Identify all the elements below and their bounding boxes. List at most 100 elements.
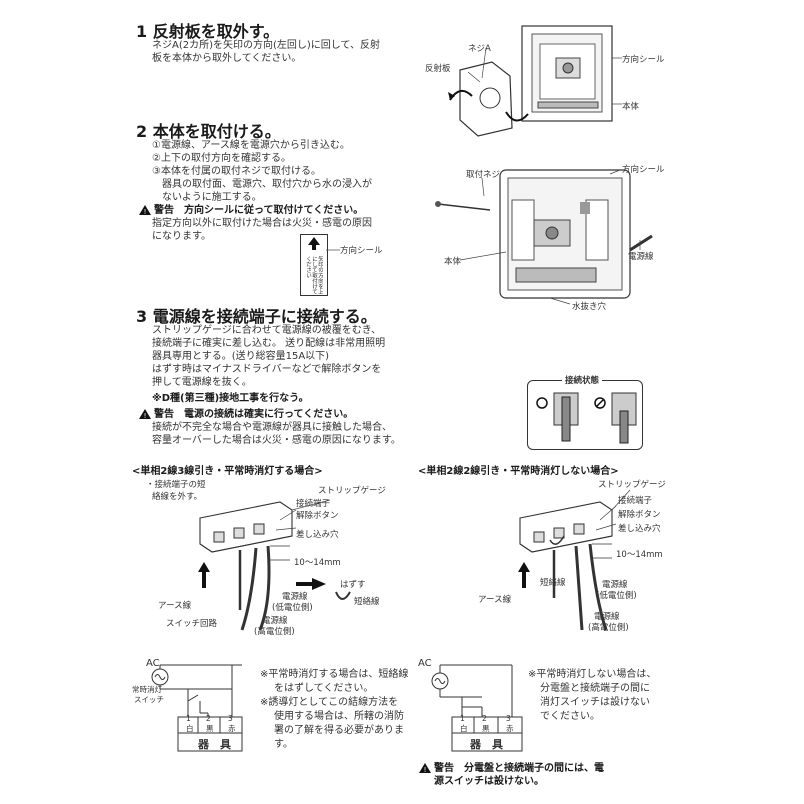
right-ground-wire: アース線 bbox=[478, 595, 512, 605]
left-terminal-1: 1 bbox=[186, 714, 191, 723]
step1-label-body: 本体 bbox=[622, 102, 640, 112]
right-note-line-1: ※平常時消灯しない場合は、 bbox=[528, 669, 657, 680]
left-short-wire: 短絡線 bbox=[354, 597, 380, 607]
step2-item-1: ①電源線、アース線を電源穴から引き込む。 bbox=[152, 140, 350, 151]
step2-item-5: ないように施工する。 bbox=[162, 192, 262, 203]
right-terminal: 接続端子 bbox=[618, 496, 653, 506]
up-arrow-icon bbox=[308, 237, 320, 250]
step3-warning-line2: 容量オーバーした場合は火災・感電の原因になります。 bbox=[152, 435, 401, 446]
step2-warning-line2: になります。 bbox=[152, 231, 211, 242]
step3-line-4: はずす時はマイナスドライバーなどで解除ボタンを bbox=[152, 364, 382, 375]
left-wiring-diagram bbox=[151, 664, 243, 752]
right-terminal-2: 2 bbox=[482, 714, 487, 723]
ok-icon bbox=[536, 397, 548, 409]
seal-text: 矢印の方向を上にして取付けてください bbox=[305, 256, 323, 295]
step2-label-body: 本体 bbox=[444, 257, 462, 267]
right-terminal-1: 1 bbox=[460, 714, 465, 723]
step1-label-seal: 方向シール bbox=[622, 55, 665, 65]
right-section-heading: <単相2線2線引き・平常時消灯しない場合> bbox=[418, 466, 619, 477]
step2-label-seal: 方向シール bbox=[622, 165, 665, 175]
step3-warning-line1: 接続が不完全な場合や電源線が器具に接触した場合、 bbox=[152, 422, 392, 433]
left-terminal-2b: 黒 bbox=[206, 724, 214, 733]
direction-seal: 矢印の方向を上にして取付けてください bbox=[300, 234, 328, 296]
left-insert: 差し込み穴 bbox=[296, 530, 339, 540]
step1-text-line2: 板を本体から取外してください。 bbox=[152, 53, 302, 64]
right-length: 10～14mm bbox=[616, 550, 663, 560]
step3-line-5: 押して電源線を抜く。 bbox=[152, 377, 252, 388]
step3-warning-title: 警告 電源の接続は確実に行ってください。 bbox=[154, 409, 354, 420]
step3-line-3: 器具専用とする。(送り総容量15A以下) bbox=[152, 351, 330, 362]
left-ground-wire: アース線 bbox=[158, 601, 192, 611]
left-strip-gauge: ストリップゲージ bbox=[318, 486, 386, 496]
step2-label-power: 電源線 bbox=[628, 252, 654, 262]
step2-warning-line1: 指定方向以外に取付けた場合は火災・感電の原因 bbox=[152, 218, 372, 229]
left-terminal-1b: 白 bbox=[186, 724, 194, 733]
step2-label-drain: 水抜き穴 bbox=[572, 302, 607, 312]
step2-warning-title: 警告 方向シールに従って取付けてください。 bbox=[154, 205, 364, 216]
left-note-line-1: ※平常時消灯する場合は、短絡線 bbox=[260, 669, 409, 680]
right-ac-label: AC bbox=[418, 658, 432, 669]
right-power-low-1: 電源線 bbox=[602, 580, 628, 590]
right-insert: 差し込み穴 bbox=[618, 524, 661, 534]
left-note-line-2: をはずしてください。 bbox=[274, 683, 374, 694]
left-note-1: ・接続端子の短 bbox=[146, 480, 206, 490]
step1-illustration bbox=[448, 25, 622, 137]
right-strip-gauge: ストリップゲージ bbox=[598, 480, 666, 490]
right-release: 解除ボタン bbox=[618, 510, 661, 520]
left-power-high-1: 電源線 bbox=[262, 616, 288, 626]
right-note-line-2: 分電盤と接続端子の間に bbox=[540, 683, 650, 694]
step2-title: 2 本体を取付ける。 bbox=[136, 122, 281, 141]
left-power-high-2: (高電位側) bbox=[254, 627, 295, 637]
right-warning-line2: 源スイッチは設けない。 bbox=[434, 776, 544, 787]
left-release: 解除ボタン bbox=[296, 511, 339, 521]
connection-state-box: 接続状態 bbox=[527, 374, 643, 450]
left-device-label: 器 具 bbox=[198, 738, 231, 751]
step3-line-1: ストリップゲージに合わせて電源線の被覆をむき、 bbox=[152, 325, 382, 336]
right-note-line-3: 消灯スイッチは設けない bbox=[540, 697, 650, 708]
ng-icon bbox=[594, 397, 606, 409]
right-terminal-1b: 白 bbox=[460, 724, 468, 733]
left-ac-label: AC bbox=[146, 658, 160, 669]
left-terminal-2: 2 bbox=[206, 714, 211, 723]
step1-text-line1: ネジA(2カ所)を矢印の方向(左回し)に回して、反射 bbox=[152, 40, 381, 51]
left-terminal-3b: 赤 bbox=[228, 724, 236, 733]
warning-icon: ! bbox=[419, 763, 431, 774]
right-warning-line1: 警告 分電盤と接続端子の間には、電 bbox=[434, 763, 604, 774]
right-power-high-2: (高電位側) bbox=[588, 623, 629, 633]
connection-state-illustration bbox=[536, 392, 637, 444]
right-note-line-4: でください。 bbox=[540, 711, 600, 722]
left-note-line-6: す。 bbox=[274, 739, 293, 750]
svg-text:!: ! bbox=[144, 208, 147, 216]
step2-item-2: ②上下の取付方向を確認する。 bbox=[152, 153, 291, 164]
right-power-high-1: 電源線 bbox=[594, 612, 620, 622]
warning-icon: ! bbox=[139, 409, 151, 420]
left-remove: はずす bbox=[340, 580, 366, 590]
right-short-wire: 短絡線 bbox=[540, 578, 566, 588]
right-terminal-illustration bbox=[518, 489, 631, 631]
right-power-low-2: (低電位側) bbox=[596, 591, 637, 601]
step2-seal-callout: 方向シール bbox=[340, 246, 383, 256]
left-power-low-2: (低電位側) bbox=[272, 603, 313, 613]
left-power-low-1: 電源線 bbox=[282, 592, 308, 602]
left-terminal: 接続端子 bbox=[296, 499, 331, 509]
step3-line-2: 接続端子に確実に差し込む。 送り配線は非常用照明 bbox=[152, 338, 386, 349]
step2-item-4: 器具の取付面、電源穴、取付穴から水の浸入が bbox=[162, 179, 372, 190]
left-switch-circuit: スイッチ回路 bbox=[166, 619, 218, 629]
left-terminal-illustration bbox=[198, 499, 351, 631]
step2-item-3: ③本体を付属の取付ネジで取付ける。 bbox=[152, 166, 321, 177]
right-device-label: 器 具 bbox=[470, 738, 503, 751]
svg-text:!: ! bbox=[424, 766, 427, 774]
step1-label-screw: ネジA bbox=[468, 44, 491, 54]
svg-text:!: ! bbox=[144, 412, 147, 420]
connection-state-label: 接続状態 bbox=[562, 374, 603, 386]
warning-icon: ! bbox=[139, 205, 151, 216]
step2-label-screw: 取付ネジ bbox=[466, 170, 501, 180]
right-terminal-3: 3 bbox=[506, 714, 511, 723]
right-wiring-diagram bbox=[431, 664, 523, 752]
step3-ground-note: ※D種(第三種)接地工事を行なう。 bbox=[152, 393, 309, 404]
left-note-line-5: 署の了解を得る必要がありま bbox=[274, 725, 404, 736]
right-terminal-3b: 赤 bbox=[506, 724, 514, 733]
left-length: 10～14mm bbox=[294, 558, 341, 568]
left-note-line-4: 使用する場合は、所轄の消防 bbox=[274, 711, 404, 722]
left-section-heading: <単相2線3線引き・平常時消灯する場合> bbox=[132, 466, 323, 477]
